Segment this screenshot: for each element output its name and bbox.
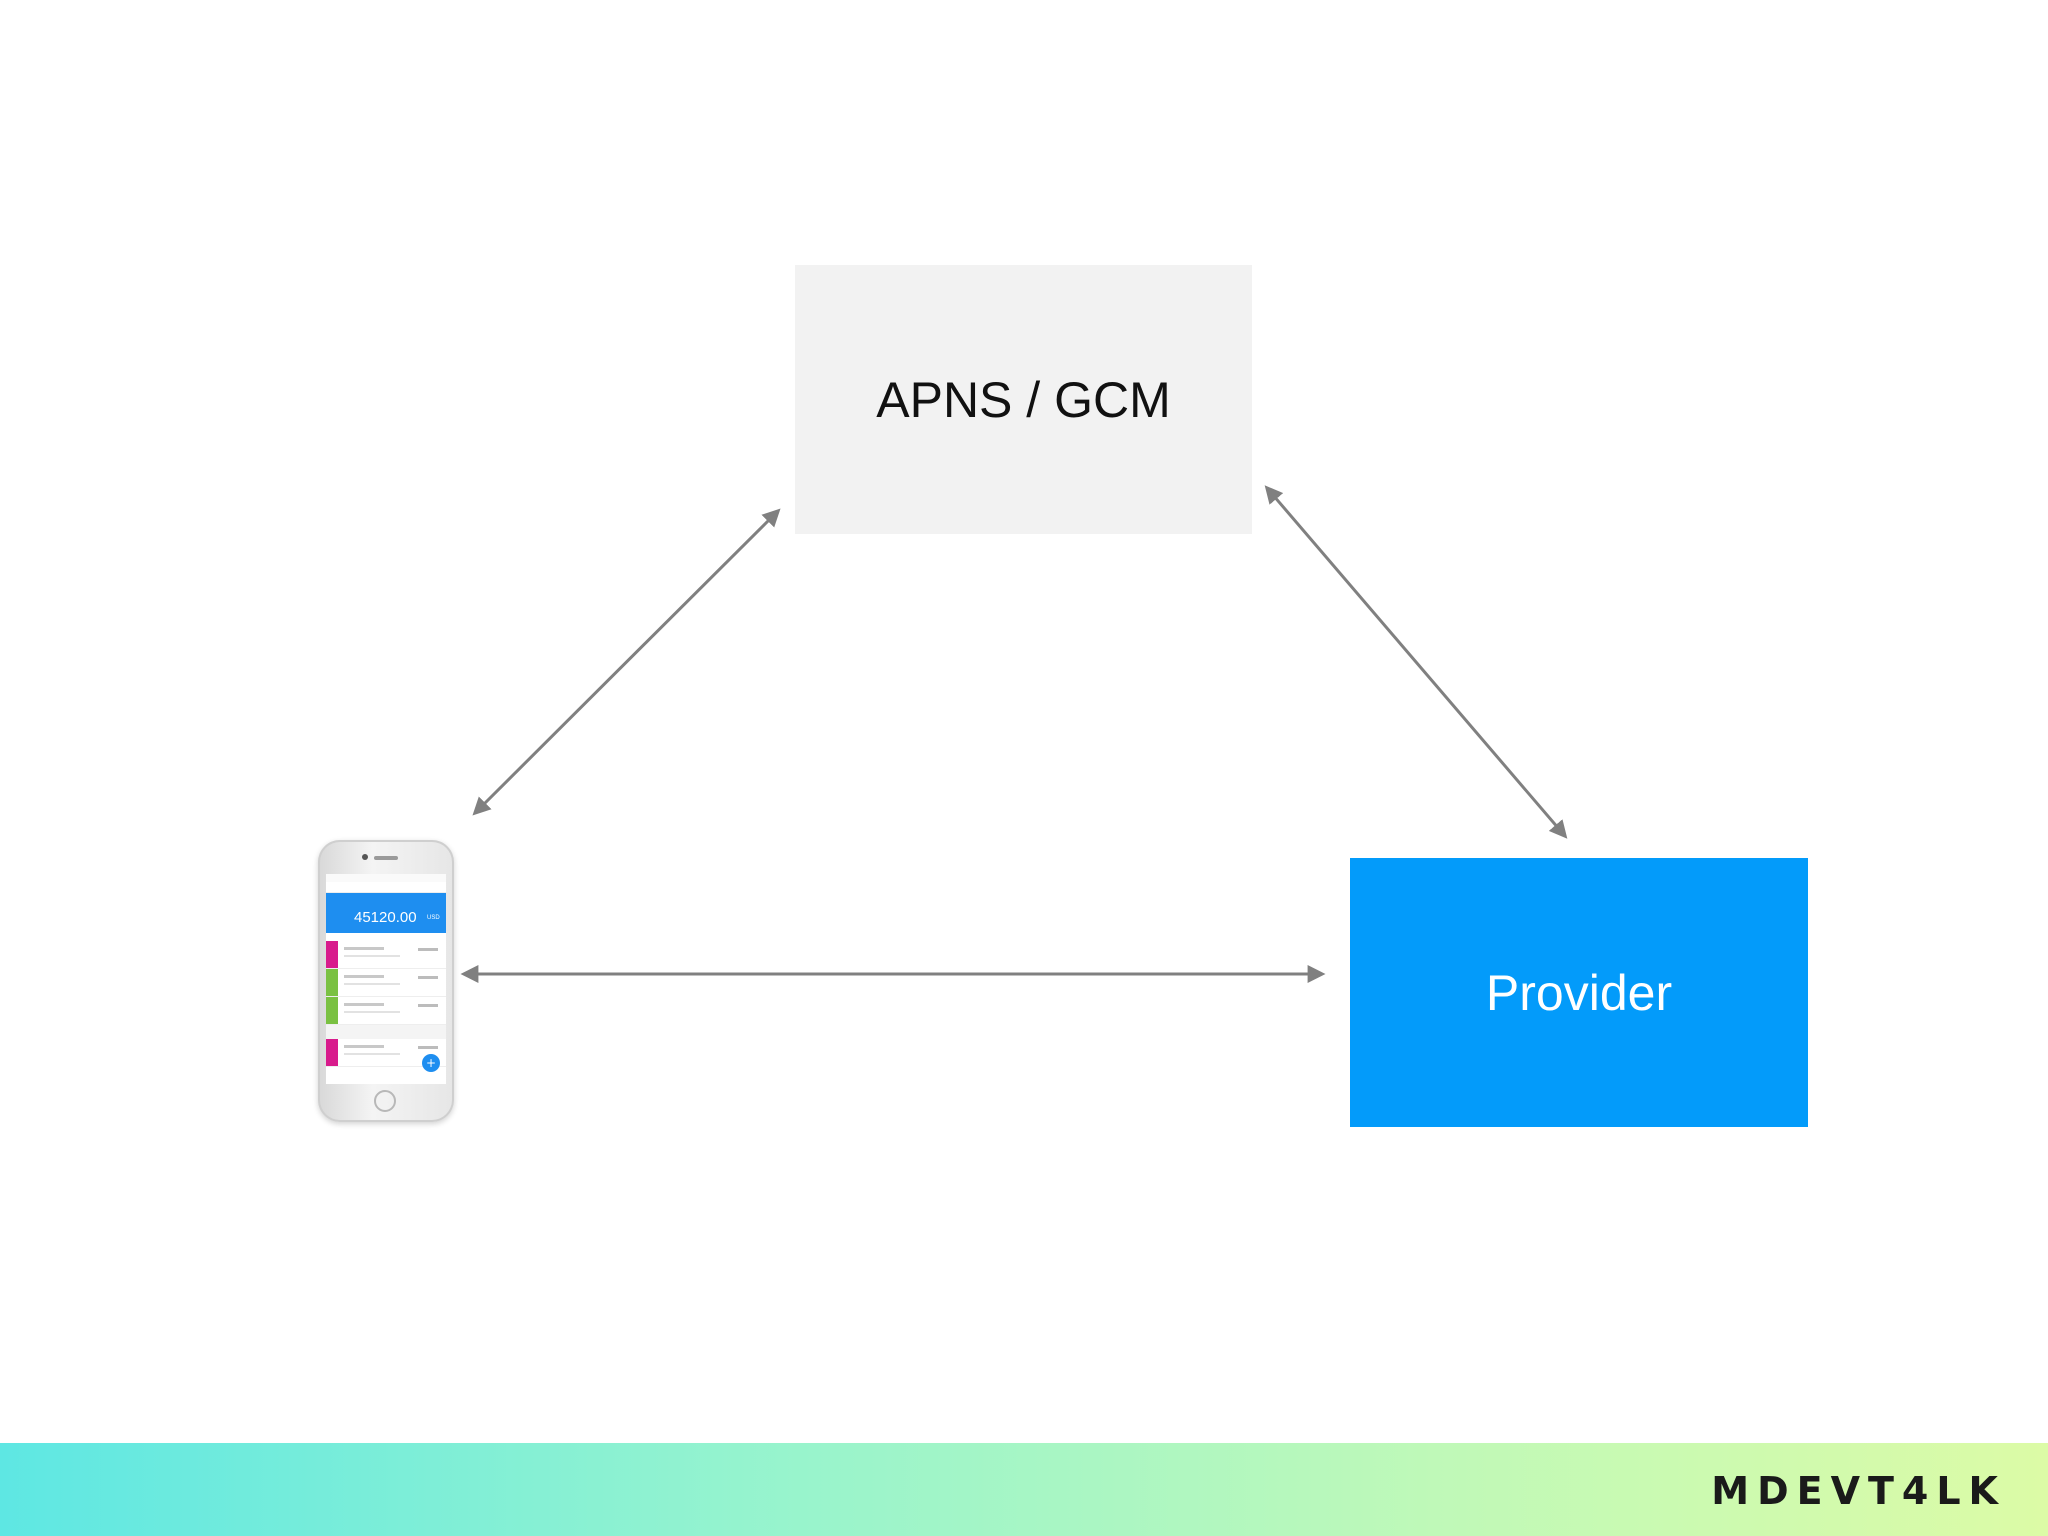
footer-logo: MDEVT4LK xyxy=(1711,1469,2006,1513)
phone-camera xyxy=(362,854,368,860)
phone-balance-panel: 45120.00 USD xyxy=(326,893,446,933)
phone-illustration: 45120.00 USD + xyxy=(318,840,454,1122)
phone-transaction-list xyxy=(326,933,446,1067)
phone-balance-currency: USD xyxy=(427,915,440,921)
node-provider-label: Provider xyxy=(1485,964,1673,1021)
node-apns-gcm: APNS / GCM xyxy=(795,265,1252,534)
row-accent xyxy=(326,1039,338,1066)
phone-balance-value: 45120.00 xyxy=(354,909,417,926)
list-item xyxy=(326,1039,446,1067)
list-item xyxy=(326,941,446,969)
list-item xyxy=(326,969,446,997)
footer-bar: MDEVT4LK xyxy=(0,1443,2048,1536)
phone-screen: 45120.00 USD + xyxy=(326,874,446,1084)
edge-apns-provider xyxy=(1264,485,1568,839)
node-apns-label: APNS / GCM xyxy=(876,371,1171,428)
node-provider: Provider xyxy=(1350,858,1808,1127)
row-accent xyxy=(326,941,338,968)
list-item xyxy=(326,997,446,1025)
phone-add-icon: + xyxy=(422,1054,440,1072)
row-accent xyxy=(326,997,338,1024)
edge-phone-apns xyxy=(472,508,781,816)
phone-speaker xyxy=(374,856,398,860)
row-accent xyxy=(326,969,338,996)
phone-app-bar xyxy=(326,882,446,893)
phone-status-bar xyxy=(326,874,446,882)
phone-home-button-icon xyxy=(374,1090,396,1112)
